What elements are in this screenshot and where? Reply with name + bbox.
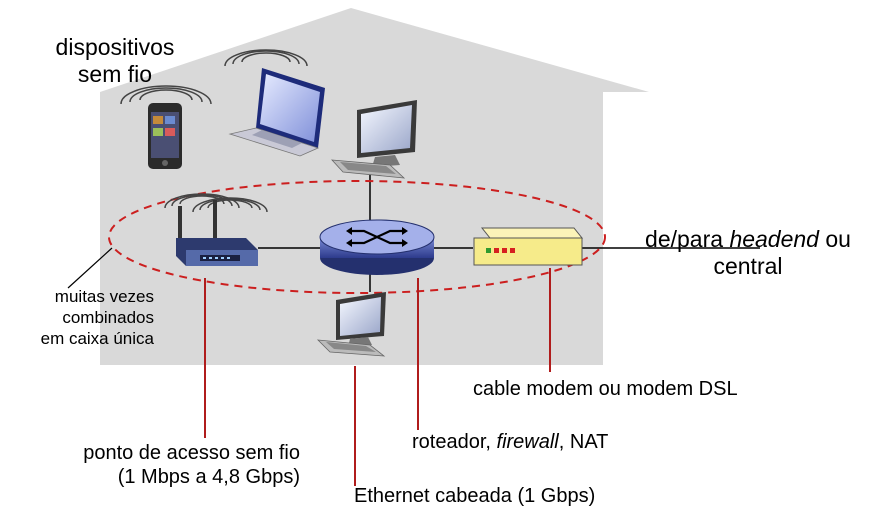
access-point-line1: ponto de acesso sem fio: [83, 442, 300, 464]
combined-box-ellipse: [108, 180, 606, 294]
access-point-line2: (1 Mbps a 4,8 Gbps): [117, 466, 300, 488]
combined-line3: em caixa única: [40, 329, 154, 348]
headend-em: headend: [729, 226, 819, 252]
laptop-icon: [224, 49, 325, 157]
headend-line1: de/para headend ou: [624, 226, 872, 253]
network-router-icon: [319, 219, 435, 275]
network-links: [258, 172, 760, 292]
desktop-computer-icon: [316, 292, 386, 357]
headend-pre: de/para: [645, 226, 730, 252]
callout-lines: [204, 268, 551, 486]
wireless-devices-line2: sem fio: [77, 61, 153, 87]
smartphone-icon: [120, 85, 212, 169]
router-label-pre: roteador,: [412, 431, 497, 453]
ethernet-label: Ethernet cabeada (1 Gbps): [354, 485, 596, 507]
desktop-computer-icon: [331, 100, 417, 179]
wireless-devices-label: dispositivos sem fio: [40, 34, 190, 88]
router-label-post: , NAT: [558, 431, 609, 453]
combined-line1: muitas vezes: [54, 287, 154, 306]
headend-line2: central: [713, 253, 783, 279]
wireless-devices-line1: dispositivos: [55, 34, 175, 60]
modem-label: cable modem ou modem DSL: [473, 378, 738, 400]
combined-line2: combinados: [62, 308, 154, 327]
headend-post: ou: [818, 226, 851, 252]
access-point-label: ponto de acesso sem fio (1 Mbps a 4,8 Gb…: [20, 441, 300, 489]
combined-pointer-line: [67, 247, 113, 289]
combined-box-label: muitas vezes combinados em caixa única: [0, 286, 154, 349]
router-label-em: firewall: [496, 431, 559, 453]
wireless-router-icon: [164, 193, 268, 266]
headend-label: de/para headend ou central: [624, 226, 872, 280]
house-shape: [100, 8, 649, 365]
cable-modem-icon: [473, 227, 584, 266]
router-label: roteador, firewall, NAT: [412, 430, 608, 454]
